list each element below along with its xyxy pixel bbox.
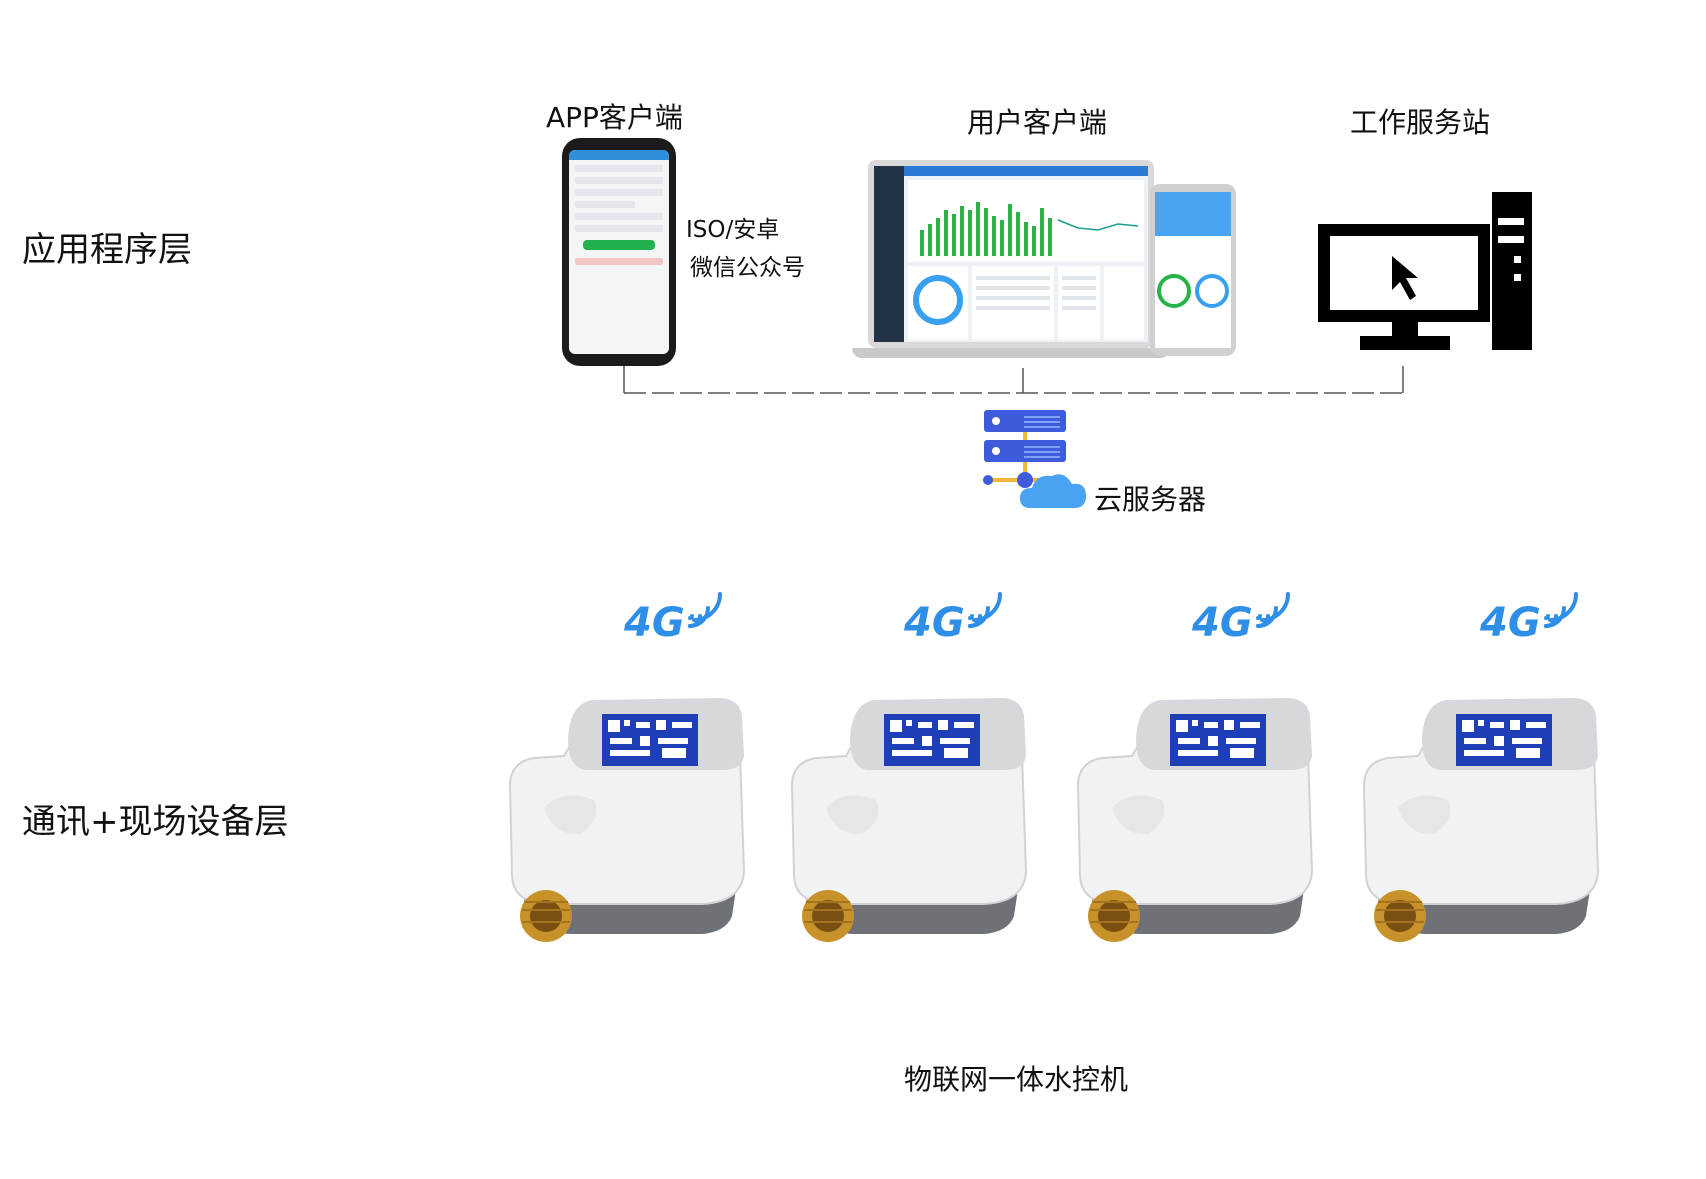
workstation-title: 工作服务站 [1350,106,1491,139]
network-4g-text: 4G [1480,600,1541,646]
network-4g-text: 4G [904,600,965,646]
water-controller-device-4 [1362,698,1600,942]
water-controller-device-1 [508,698,746,942]
user-client-title: 用户客户端 [967,106,1108,139]
device-caption: 物联网一体水控机 [904,1063,1129,1096]
network-4g-text: 4G [624,600,685,646]
wifi-signal-icon [688,592,722,628]
app-platforms-line1: ISO/安卓 [686,217,780,243]
network-4g-text: 4G [1192,600,1253,646]
wifi-signal-icon [968,592,1002,628]
network-4g-badge-1: 4G [624,592,722,646]
wifi-signal-icon [1544,592,1578,628]
tablet-app-screenshot [1150,184,1236,356]
user-client-dashboard-screenshot [852,160,1170,358]
network-4g-badge-2: 4G [904,592,1002,646]
wifi-signal-icon [1256,592,1290,628]
app-client-title: APP客户端 [546,101,683,134]
dashboard-bar-chart [908,180,1144,262]
water-controller-device-3 [1076,698,1314,942]
phone-app-screenshot [562,138,676,366]
cloud-server-label: 云服务器 [1094,483,1207,516]
water-controller-device-2 [790,698,1028,942]
application-layer-label: 应用程序层 [22,230,192,270]
app-platforms-line2: 微信公众号 [690,255,805,281]
desktop-computer-icon [1318,192,1532,350]
dashboard-lower-panels [908,266,1144,340]
field-layer-label: 通讯+现场设备层 [22,802,289,842]
network-4g-badge-4: 4G [1480,592,1578,646]
cloud-server-icon [983,410,1086,508]
network-4g-badge-3: 4G [1192,592,1290,646]
